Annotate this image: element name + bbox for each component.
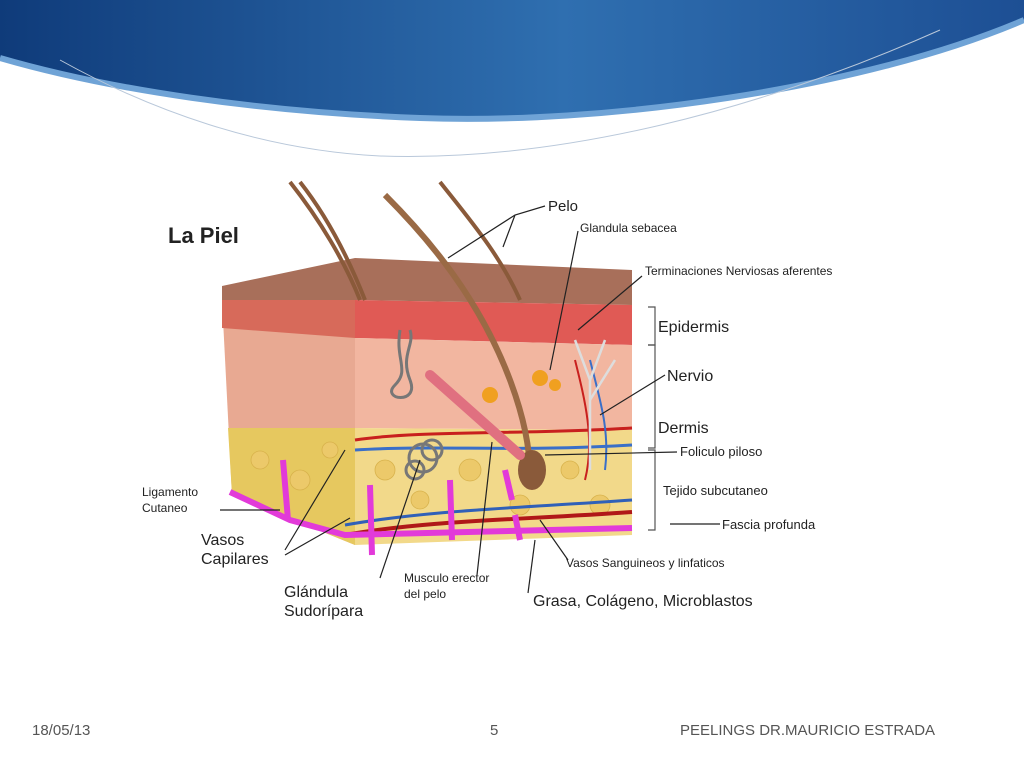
label-ligamento-2: Cutaneo [142,501,188,515]
label-grasa: Grasa, Colágeno, Microblastos [533,593,753,610]
label-foliculo: Foliculo piloso [680,444,762,459]
footer-page-number: 5 [490,722,498,739]
header-banner [0,0,1024,170]
label-musculo-2: del pelo [404,587,446,601]
label-musculo-1: Musculo erector [404,571,489,585]
label-vasos-cap-2: Capilares [201,551,269,568]
label-ligamento-1: Ligamento [142,485,198,499]
skin-diagram: La Piel [0,170,1024,640]
label-dermis: Dermis [658,420,709,437]
label-nervio: Nervio [667,368,713,385]
label-pelo: Pelo [548,198,578,215]
label-vasos-cap-1: Vasos [201,532,244,549]
diagram-title: La Piel [168,223,239,248]
label-tejido: Tejido subcutaneo [663,483,768,498]
label-terminaciones: Terminaciones Nerviosas aferentes [645,264,832,278]
label-glandula-sebacea: Glandula sebacea [580,221,677,235]
label-vasos-sanguineos: Vasos Sanguineos y linfaticos [566,556,725,570]
label-epidermis: Epidermis [658,319,729,336]
footer-date: 18/05/13 [32,722,90,739]
label-glandula-sud-1: Glándula [284,584,348,601]
label-fascia: Fascia profunda [722,517,816,532]
label-glandula-sud-2: Sudorípara [284,603,363,620]
skin-surface [222,258,632,305]
footer-author: PEELINGS DR.MAURICIO ESTRADA [680,722,935,739]
layer-brackets [648,307,655,530]
